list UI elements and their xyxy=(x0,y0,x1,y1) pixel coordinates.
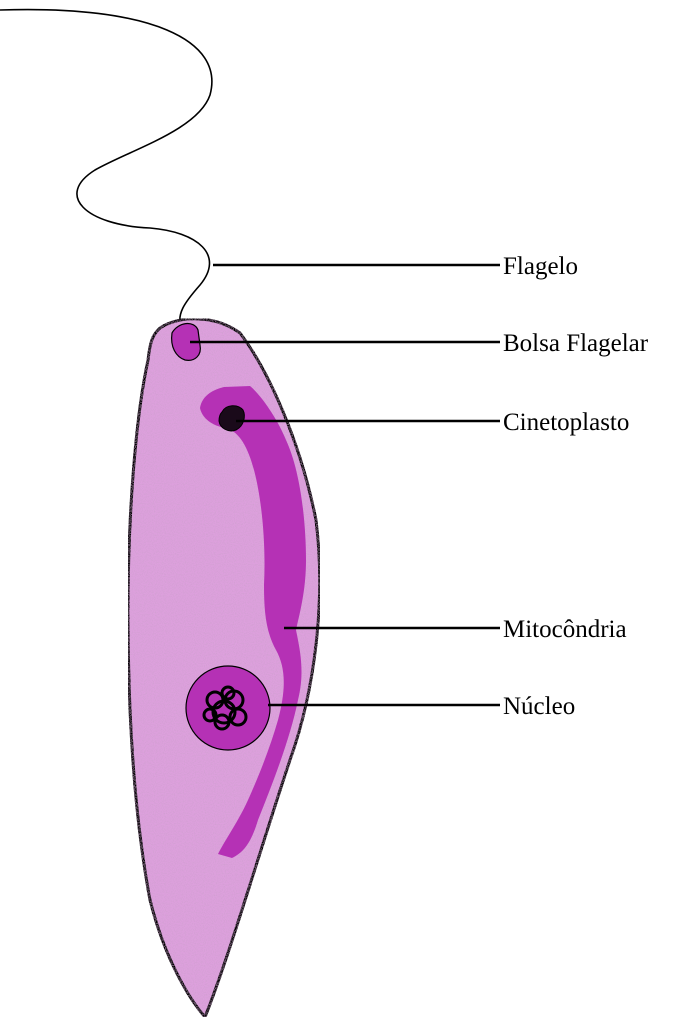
flagellum xyxy=(0,10,212,330)
label-nucleo: Núcleo xyxy=(503,693,575,720)
label-mitocondria: Mitocôndria xyxy=(503,616,627,643)
nucleus xyxy=(186,666,270,750)
label-bolsa-flagelar: Bolsa Flagelar xyxy=(503,330,649,357)
label-flagelo: Flagelo xyxy=(503,253,578,280)
label-cinetoplasto: Cinetoplasto xyxy=(503,409,629,436)
